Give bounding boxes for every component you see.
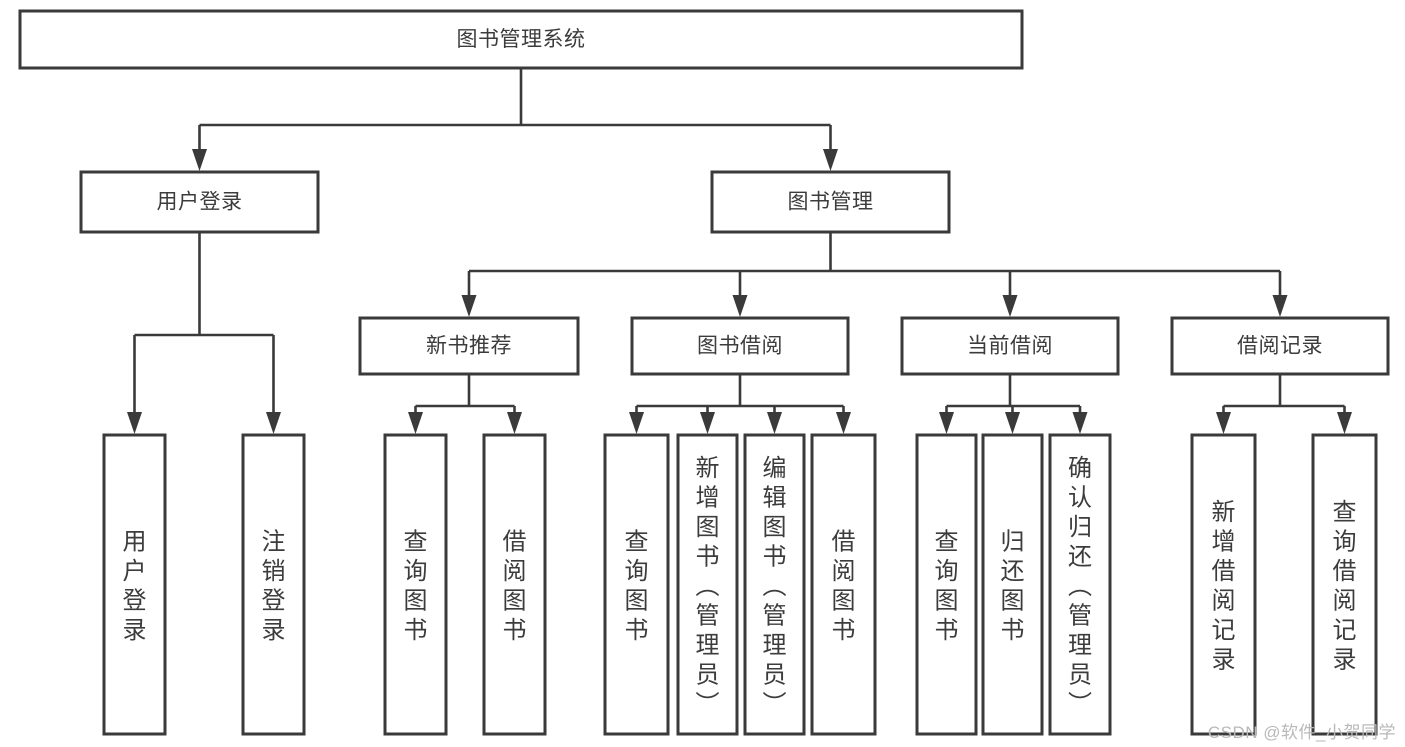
node-box-l2_2[interactable] (900, 316, 1120, 376)
node-box-l2_1[interactable] (630, 316, 850, 376)
connector-group-l2_0 (408, 374, 522, 434)
node-leaf_3[interactable]: 借阅图书 (482, 433, 547, 736)
node-label-leaf_0: 用户登录 (123, 529, 147, 645)
node-label-root: 图书管理系统 (457, 28, 586, 51)
node-leaf_9[interactable]: 归还图书 (981, 433, 1044, 736)
node-label-leaf_2: 查询图书 (404, 529, 428, 645)
connector-group-l1_1 (461, 232, 1288, 317)
node-label-leaf_7: 借阅图书 (832, 529, 856, 645)
node-leaf_5[interactable]: 新增图书︵管理员︶ (676, 433, 739, 736)
node-box-leaf_5[interactable] (676, 433, 739, 736)
node-leaf_0[interactable]: 用户登录 (102, 433, 167, 736)
node-l1_1[interactable]: 图书管理 (710, 170, 951, 234)
node-leaf_4[interactable]: 查询图书 (603, 433, 670, 736)
node-label-l1_0: 用户登录 (157, 191, 243, 214)
node-label-leaf_4: 查询图书 (625, 529, 649, 645)
node-label-l2_3: 借阅记录 (1237, 335, 1323, 358)
node-l1_0[interactable]: 用户登录 (79, 170, 320, 234)
node-label-leaf_6: 编辑图书︵管理员︶ (763, 455, 787, 718)
node-leaf_7[interactable]: 借阅图书 (810, 433, 877, 736)
node-label-leaf_10: 确认归还︵管理员︶ (1068, 455, 1092, 718)
node-box-leaf_8[interactable] (915, 433, 978, 736)
node-label-leaf_11: 新增借阅记录 (1212, 499, 1236, 674)
node-box-leaf_6[interactable] (743, 433, 806, 736)
connector-group-l2_2 (939, 374, 1088, 434)
node-leaf_6[interactable]: 编辑图书︵管理员︶ (743, 433, 806, 736)
node-l2_2[interactable]: 当前借阅 (900, 316, 1120, 376)
node-box-leaf_7[interactable] (810, 433, 877, 736)
node-box-l2_3[interactable] (1170, 316, 1390, 376)
node-label-l2_0: 新书推荐 (426, 335, 512, 358)
connector-layer (127, 68, 1352, 434)
node-leaf_2[interactable]: 查询图书 (383, 433, 448, 736)
node-box-leaf_12[interactable] (1311, 433, 1378, 736)
node-label-leaf_12: 查询借阅记录 (1333, 499, 1357, 674)
node-box-leaf_11[interactable] (1190, 433, 1257, 736)
node-box-leaf_10[interactable] (1048, 433, 1112, 736)
node-label-leaf_8: 查询图书 (935, 529, 959, 645)
node-leaf_8[interactable]: 查询图书 (915, 433, 978, 736)
node-box-leaf_2[interactable] (383, 433, 448, 736)
connector-group-l1_0 (127, 232, 281, 434)
connector-group-root (192, 68, 838, 171)
node-box-leaf_1[interactable] (241, 433, 306, 736)
node-root[interactable]: 图书管理系统 (18, 9, 1024, 70)
node-box-l2_0[interactable] (358, 316, 580, 376)
node-label-l1_1: 图书管理 (788, 191, 874, 214)
connector-group-l2_3 (1216, 374, 1352, 434)
node-l2_1[interactable]: 图书借阅 (630, 316, 850, 376)
node-layer: 图书管理系统用户登录图书管理新书推荐图书借阅当前借阅借阅记录用户登录注销登录查询… (18, 9, 1390, 736)
node-l2_3[interactable]: 借阅记录 (1170, 316, 1390, 376)
node-label-leaf_1: 注销登录 (262, 529, 286, 645)
node-leaf_10[interactable]: 确认归还︵管理员︶ (1048, 433, 1112, 736)
node-box-leaf_3[interactable] (482, 433, 547, 736)
node-box-l1_0[interactable] (79, 170, 320, 234)
node-label-l2_2: 当前借阅 (967, 335, 1053, 358)
node-leaf_12[interactable]: 查询借阅记录 (1311, 433, 1378, 736)
connector-group-l2_1 (629, 374, 851, 434)
node-leaf_1[interactable]: 注销登录 (241, 433, 306, 736)
node-label-leaf_9: 归还图书 (1001, 529, 1025, 645)
node-box-leaf_0[interactable] (102, 433, 167, 736)
node-box-leaf_4[interactable] (603, 433, 670, 736)
node-box-leaf_9[interactable] (981, 433, 1044, 736)
node-label-leaf_5: 新增图书︵管理员︶ (696, 455, 720, 718)
node-label-l2_1: 图书借阅 (697, 335, 783, 358)
node-leaf_11[interactable]: 新增借阅记录 (1190, 433, 1257, 736)
node-label-leaf_3: 借阅图书 (503, 529, 527, 645)
node-l2_0[interactable]: 新书推荐 (358, 316, 580, 376)
node-box-root[interactable] (18, 9, 1024, 70)
node-box-l1_1[interactable] (710, 170, 951, 234)
